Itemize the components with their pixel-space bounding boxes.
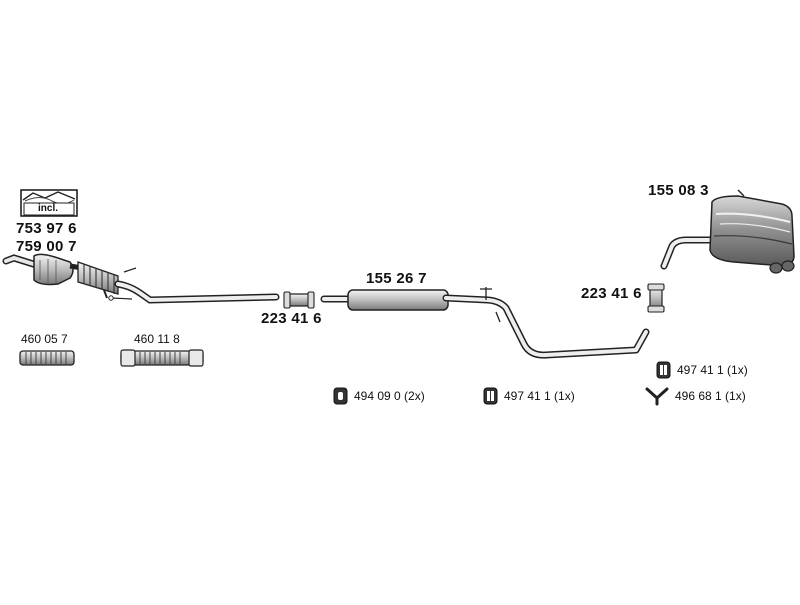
rubber-hanger-icon <box>656 361 671 379</box>
front-pipe-catalyst <box>2 253 280 304</box>
flex-pipe-1-icon <box>19 350 75 366</box>
clamp-front-icon <box>283 291 315 309</box>
hardware-ring-front-label: 494 09 0 (2x) <box>354 389 425 403</box>
hardware-hanger-middle-label: 497 41 1 (1x) <box>504 389 575 403</box>
kit-box-icon <box>20 189 78 217</box>
part-number-clamp-rear: 223 41 6 <box>581 285 642 302</box>
kit-box-label: incl. <box>38 203 59 214</box>
part-number-catalyst-kit: 753 97 6 <box>16 220 77 237</box>
part-number-front-pipe: 759 00 7 <box>16 238 77 255</box>
hardware-ring-front: 494 09 0 (2x) <box>333 387 425 405</box>
rubber-hanger-icon <box>483 387 498 405</box>
hardware-hanger-middle: 497 41 1 (1x) <box>483 387 575 405</box>
part-number-rear-silencer: 155 08 3 <box>648 182 709 199</box>
flex-pipe-2-icon <box>120 349 204 367</box>
clamp-rear-icon <box>647 283 665 313</box>
bracket-icon <box>645 387 669 406</box>
part-number-flex-pipe-2: 460 11 8 <box>134 332 180 346</box>
part-number-clamp-front: 223 41 6 <box>261 310 322 327</box>
middle-pipe-silencer <box>320 287 650 359</box>
hardware-hanger-rear: 497 41 1 (1x) <box>656 361 748 379</box>
rubber-ring-icon <box>333 387 348 405</box>
hardware-bracket-rear-label: 496 68 1 (1x) <box>675 389 746 403</box>
hardware-bracket-rear: 496 68 1 (1x) <box>645 386 746 406</box>
rear-silencer <box>660 189 795 274</box>
hardware-hanger-rear-label: 497 41 1 (1x) <box>677 363 748 377</box>
part-number-flex-pipe-1: 460 05 7 <box>21 332 68 346</box>
part-number-middle-silencer: 155 26 7 <box>366 270 427 287</box>
